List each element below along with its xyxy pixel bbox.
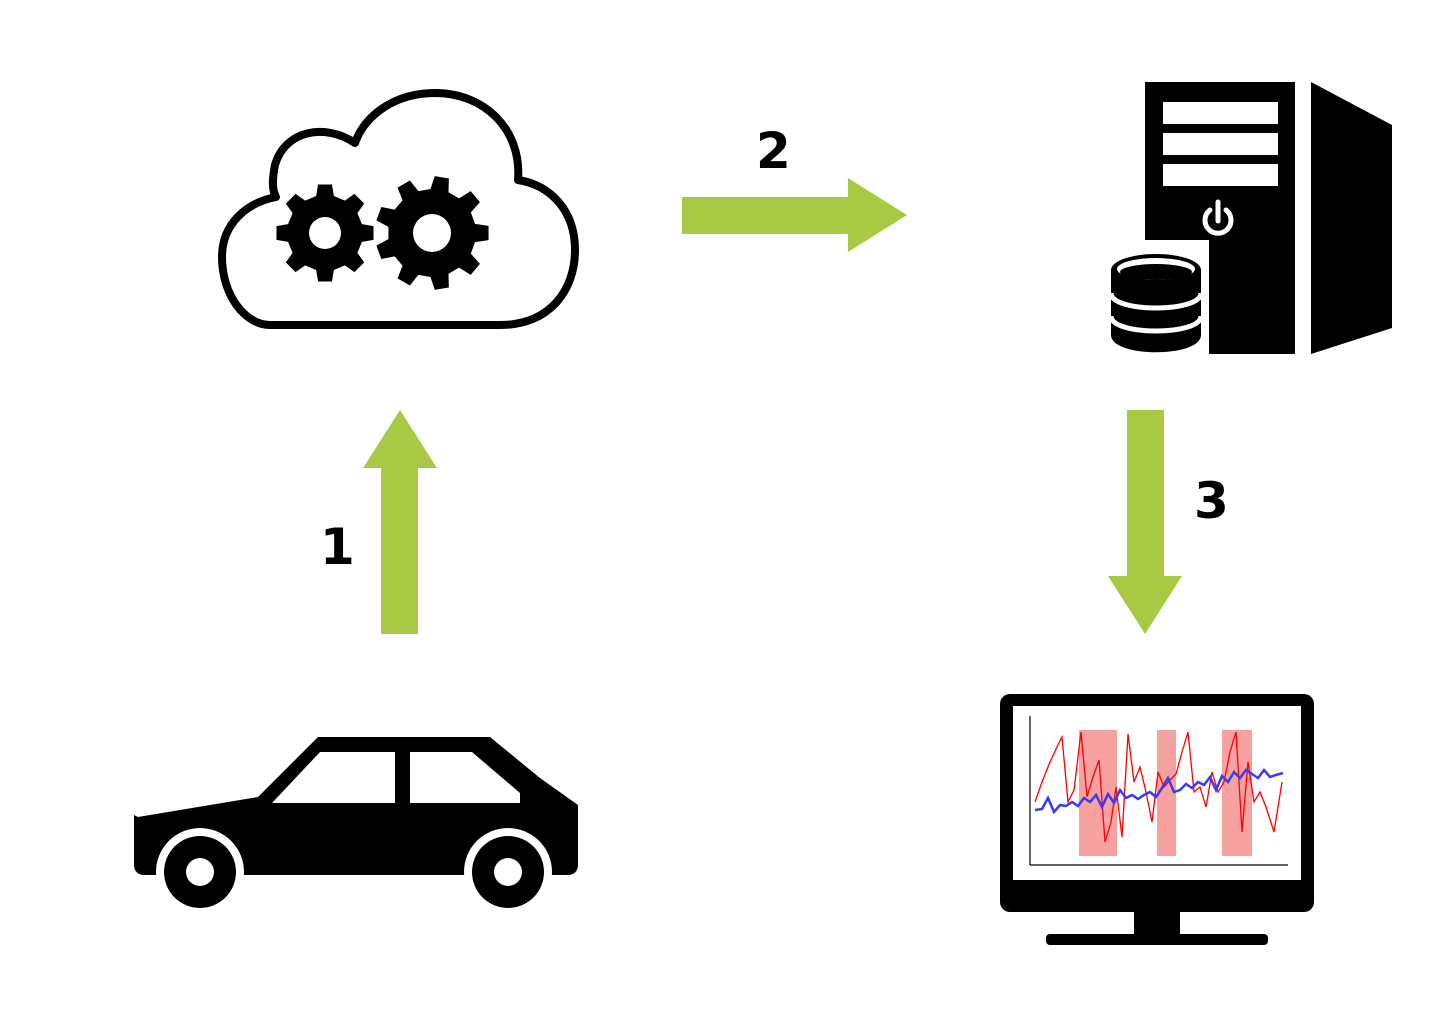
step-2-label: 2	[756, 122, 791, 180]
highlight-band	[1079, 730, 1117, 856]
power-icon	[1202, 199, 1234, 236]
database-icon	[1105, 240, 1209, 360]
car-icon	[134, 737, 578, 915]
arrow-step-3	[1108, 410, 1182, 634]
highlight-band	[1157, 730, 1176, 856]
step-3-label: 3	[1194, 472, 1229, 530]
arrow-step-2	[682, 178, 907, 252]
front-wheel-icon	[156, 828, 244, 915]
monitor-chart	[1029, 716, 1288, 866]
red-signal-line	[1034, 731, 1283, 843]
arrow-step-1	[363, 410, 437, 634]
gear-small-icon	[276, 184, 374, 282]
step-1-label: 1	[320, 518, 355, 576]
rear-wheel-icon	[464, 828, 552, 915]
gear-large-icon	[376, 176, 489, 290]
blue-signal-line	[1034, 768, 1284, 815]
monitor-chart-icon	[1000, 694, 1314, 945]
cloud-gears-icon	[218, 89, 579, 329]
server-database-icon	[1105, 82, 1392, 360]
